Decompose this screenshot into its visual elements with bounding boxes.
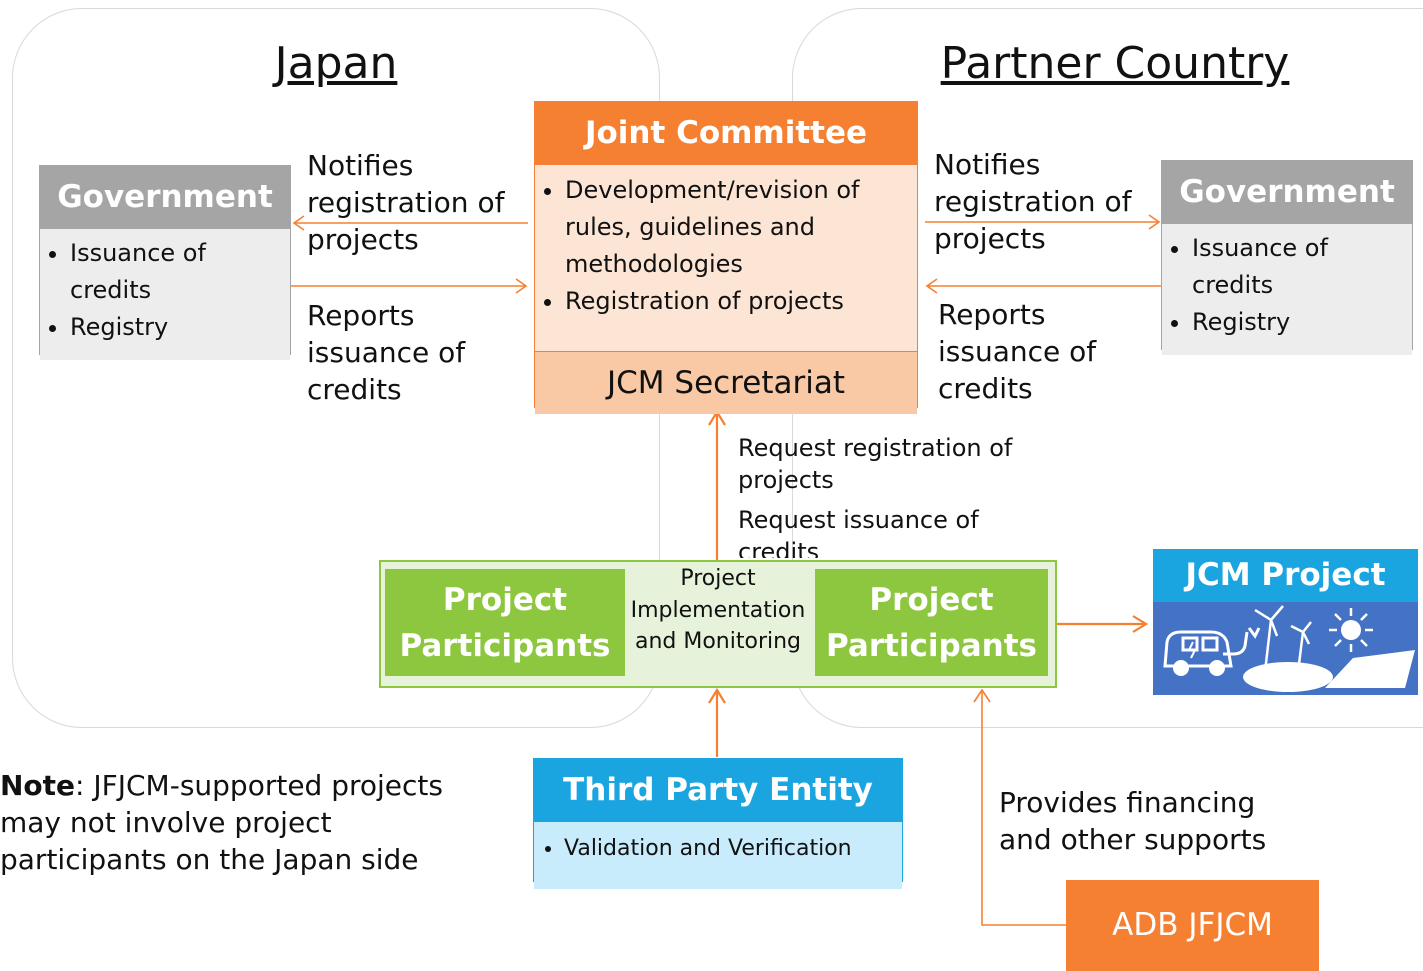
request-registration-label: Request registration of projects [738,434,1013,494]
third-party-entity-box: Third Party Entity Validation and Verifi… [533,758,903,889]
government-partner-title: Government [1162,161,1412,224]
joint-committee-title: Joint Committee [535,102,917,165]
partner-country-title: Partner Country [940,38,1290,89]
joint-committee-item: Development/revision of rules, guideline… [565,172,907,283]
government-japan-box: Government Issuance of credits Registry [39,165,291,360]
jcm-project-box: JCM Project [1153,549,1418,695]
reports-issuance-label-japan: Reports issuance of credits [307,299,466,406]
government-partner-item: Registry [1192,304,1412,341]
note-text: Note: JFJCM-supported projects may not i… [0,767,480,878]
reports-issuance-label-partner: Reports issuance of credits [938,298,1097,405]
joint-committee-list: Development/revision of rules, guideline… [535,165,917,351]
financing-label: Provides financing and other supports [999,786,1267,856]
adb-jfjcm-box: ADB JFJCM [1066,880,1319,971]
jcm-project-illustration [1153,602,1418,695]
japan-title: Japan [274,38,398,89]
note-body: : JFJCM-supported projects may not invol… [0,769,443,876]
request-issuance-label: Request issuance of credits [738,506,979,558]
joint-committee-item: Registration of projects [565,283,907,320]
project-participants-japan: Project Participants [385,569,625,676]
third-party-entity-title: Third Party Entity [534,759,902,822]
jcm-secretariat: JCM Secretariat [535,351,917,414]
government-partner-list: Issuance of credits Registry [1162,224,1412,355]
joint-committee-box: Joint Committee Development/revision of … [534,101,918,414]
project-participants-partner: Project Participants [815,569,1048,676]
project-implementation-label: Project Implementation and Monitoring [630,566,806,654]
third-party-entity-list: Validation and Verification [534,822,902,889]
government-japan-title: Government [40,166,290,229]
government-japan-list: Issuance of credits Registry [40,229,290,360]
government-japan-item: Registry [70,309,290,346]
notifies-registration-label-japan: Notifies registration of projects [307,149,505,256]
third-party-entity-item: Validation and Verification [564,830,902,867]
electric-car-wind-solar-icon [1163,605,1415,692]
notifies-registration-label-partner: Notifies registration of projects [934,148,1132,255]
note-bold-label: Note [0,769,76,802]
government-japan-item: Issuance of credits [70,235,240,309]
government-partner-box: Government Issuance of credits Registry [1161,160,1413,355]
jcm-project-title: JCM Project [1153,549,1418,602]
government-partner-item: Issuance of credits [1192,230,1362,304]
